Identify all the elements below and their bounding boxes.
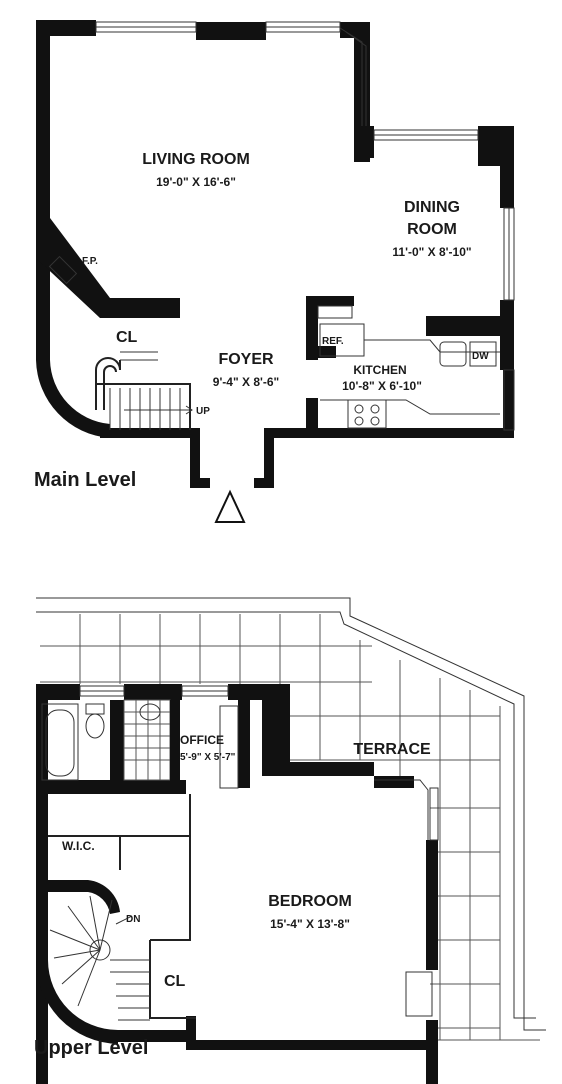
bedroom-dims: 15'-4" X 13'-8" — [270, 917, 350, 931]
dishwasher-label: DW — [472, 351, 489, 362]
office-dims: 5'-9" X 5'-7" — [180, 752, 236, 763]
entry-arrow-icon — [214, 489, 246, 523]
bathroom — [36, 699, 186, 794]
stair-enclosure — [36, 300, 193, 438]
kitchen-name: KITCHEN — [353, 363, 406, 377]
upper-windows — [79, 685, 229, 697]
office-name: OFFICE — [180, 733, 224, 747]
bedroom-name: BEDROOM — [268, 893, 352, 910]
main-stair-treads — [109, 388, 193, 430]
upper-level-title: Upper Level — [34, 1037, 148, 1059]
kitchen-dims: 10'-8" X 6'-10" — [342, 379, 422, 393]
fireplace-wall — [36, 218, 180, 318]
living-room-dims: 19'-0" X 16'-6" — [156, 175, 236, 189]
foyer-name: FOYER — [218, 351, 274, 368]
refrigerator-label: REF. — [322, 336, 344, 347]
main-level-plan — [36, 20, 515, 523]
wic-and-stair — [36, 794, 196, 1044]
terrace-label: TERRACE — [353, 741, 431, 758]
foyer-dims: 9'-4" X 8'-6" — [213, 375, 279, 389]
kitchen-walls — [306, 296, 514, 430]
bath-floor-tiles — [123, 699, 171, 781]
dining-room-name-2: ROOM — [407, 221, 457, 238]
living-room-name: LIVING ROOM — [142, 151, 250, 168]
main-windows — [95, 21, 515, 431]
upper-level-plan — [36, 597, 546, 1084]
main-level-labels: LIVING ROOM 19'-0" X 16'-6" DINING ROOM … — [34, 151, 489, 491]
fireplace-label: F.P. — [82, 256, 98, 267]
main-level-title: Main Level — [34, 469, 136, 491]
main-exterior-walls — [36, 20, 514, 488]
wic-label: W.I.C. — [62, 839, 95, 853]
main-closet-label: CL — [116, 329, 138, 346]
dining-room-dims: 11'-0" X 8'-10" — [392, 245, 471, 259]
upper-closet-label: CL — [164, 973, 186, 990]
spiral-stair-treads — [49, 895, 150, 1021]
dining-room-name-1: DINING — [404, 199, 460, 216]
upper-stair-down-label: DN — [126, 914, 140, 925]
office-walls — [86, 700, 250, 794]
terrace-tiles — [36, 597, 546, 1041]
upper-level-labels: OFFICE 5'-9" X 5'-7" TERRACE W.I.C. BEDR… — [34, 733, 431, 1059]
main-stair-up-label: UP — [196, 406, 210, 417]
